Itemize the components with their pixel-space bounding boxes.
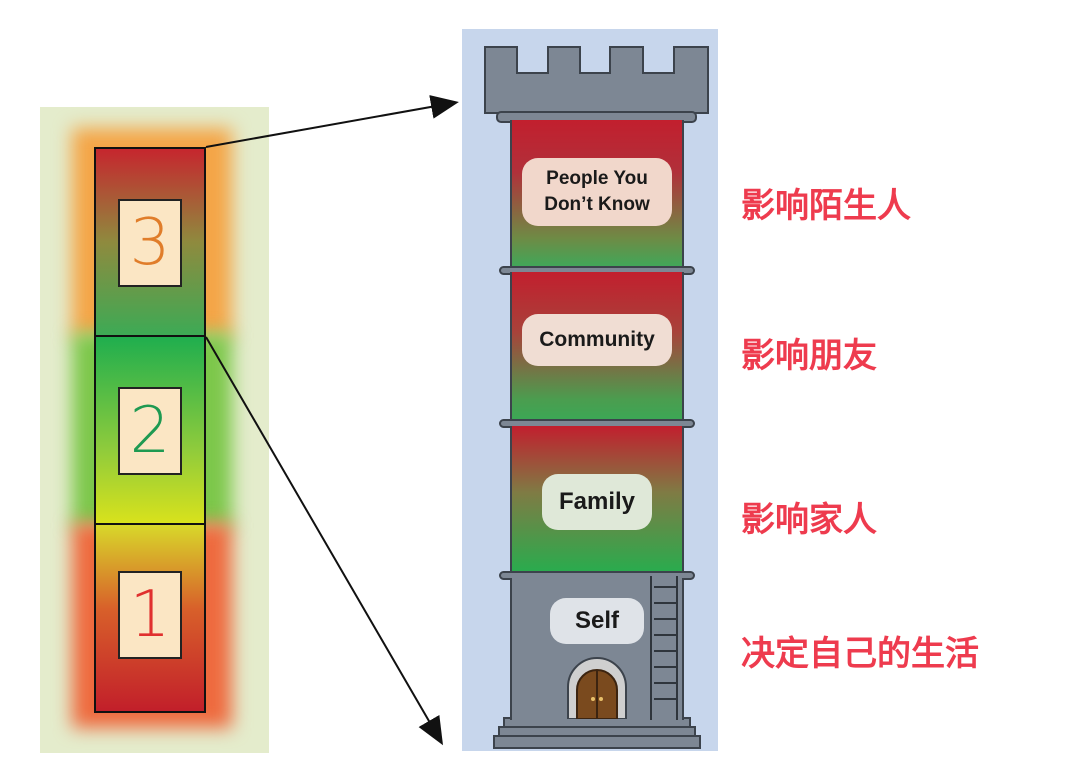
label-self: Self: [550, 598, 644, 644]
level-3-number: 3: [118, 199, 182, 287]
ladder-icon: [650, 576, 678, 720]
level-3-segment: 3: [94, 147, 206, 337]
annotation-friends: 影响朋友: [741, 336, 877, 376]
annotation-family: 影响家人: [741, 500, 877, 540]
level-1-segment: 1: [94, 523, 206, 713]
arrow-to-tower-top: [205, 95, 459, 148]
label-community: Community: [522, 314, 672, 366]
level-2-segment: 2: [94, 335, 206, 525]
floor-people-you-dont-know: People You Don’t Know: [510, 120, 684, 268]
annotation-self: 决定自己的生活: [741, 634, 979, 674]
arrow-to-tower-base: [205, 336, 444, 746]
label-family: Family: [542, 474, 652, 530]
label-people-you-dont-know: People You Don’t Know: [522, 158, 672, 226]
label-people-line-1: People You: [546, 168, 648, 189]
label-people-line-2: Don’t Know: [544, 194, 650, 215]
tower-battlement: [484, 46, 709, 114]
level-2-number: 2: [118, 387, 182, 475]
tower-base-step-3: [493, 735, 701, 749]
annotation-strangers: 影响陌生人: [741, 186, 911, 226]
door-icon: [567, 657, 627, 719]
floor-family: Family: [510, 426, 684, 574]
level-1-number: 1: [118, 571, 182, 659]
floor-community: Community: [510, 272, 684, 422]
